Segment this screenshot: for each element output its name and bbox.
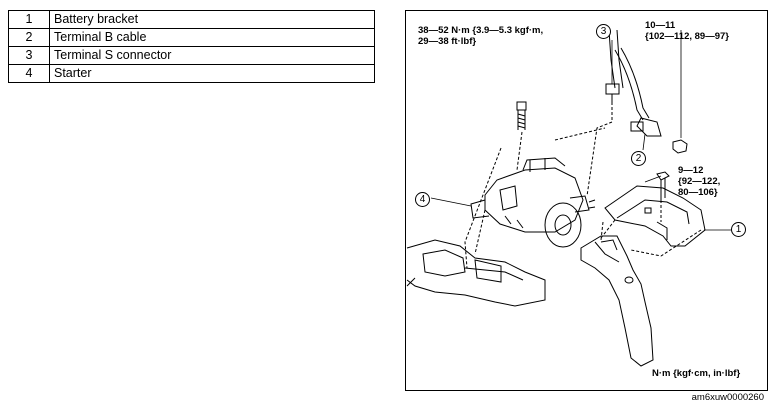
- table-row: 2 Terminal B cable: [8, 28, 375, 47]
- starter-exploded-diagram: [406, 29, 731, 367]
- battery-bracket-illustration: [604, 185, 706, 247]
- table-row: 4 Starter: [8, 64, 375, 83]
- torque-line: 9—12: [678, 165, 704, 176]
- torque-line: 38—52 N·m {3.9—5.3 kgf·m,: [418, 25, 544, 36]
- assembly-guide-lines: [464, 102, 702, 269]
- torque-line: 29—38 ft·lbf}: [418, 36, 477, 47]
- terminal-b-cable-illustration: [614, 47, 662, 137]
- callout-2: 2: [631, 151, 646, 166]
- part-number: 3: [8, 46, 50, 65]
- part-number: 4: [8, 64, 50, 83]
- callout-leaders: [430, 40, 731, 231]
- table-row: 3 Terminal S connector: [8, 46, 375, 65]
- callout-3: 3: [596, 24, 611, 39]
- callout-4: 4: [415, 192, 430, 207]
- mount-bracket-illustration: [580, 235, 654, 367]
- torque-line: {92—122,: [678, 176, 721, 187]
- torque-label-starter-bolt: 38—52 N·m {3.9—5.3 kgf·m, 29—38 ft·lbf}: [418, 25, 543, 47]
- part-name: Terminal B cable: [49, 28, 375, 47]
- table-row: 1 Battery bracket: [8, 10, 375, 29]
- torque-label-bracket-bolt: 9—12 {92—122, 80—106}: [678, 165, 720, 198]
- torque-line: {102—112, 89—97}: [645, 31, 729, 42]
- torque-line: 80—106}: [678, 187, 718, 198]
- engine-block-illustration: [406, 239, 546, 307]
- diagram-frame: [405, 10, 768, 391]
- part-name: Starter: [49, 64, 375, 83]
- part-name: Terminal S connector: [49, 46, 375, 65]
- figure-code: am6xuw0000260: [691, 392, 764, 403]
- bracket-bolt-illustration: [656, 171, 670, 200]
- unit-note: N·m {kgf·cm, in·lbf}: [652, 368, 741, 379]
- torque-label-terminal-nut: 10—11 {102—112, 89—97}: [645, 20, 729, 42]
- parts-table: 1 Battery bracket 2 Terminal B cable 3 T…: [8, 10, 375, 83]
- starter-illustration: [470, 157, 596, 248]
- starter-bolt-illustration: [516, 101, 527, 130]
- part-number: 2: [8, 28, 50, 47]
- terminal-s-connector-illustration: [605, 29, 624, 102]
- torque-line: 10—11: [645, 20, 676, 31]
- callout-1: 1: [731, 222, 746, 237]
- part-name: Battery bracket: [49, 10, 375, 29]
- terminal-nut-illustration: [672, 30, 688, 154]
- part-number: 1: [8, 10, 50, 29]
